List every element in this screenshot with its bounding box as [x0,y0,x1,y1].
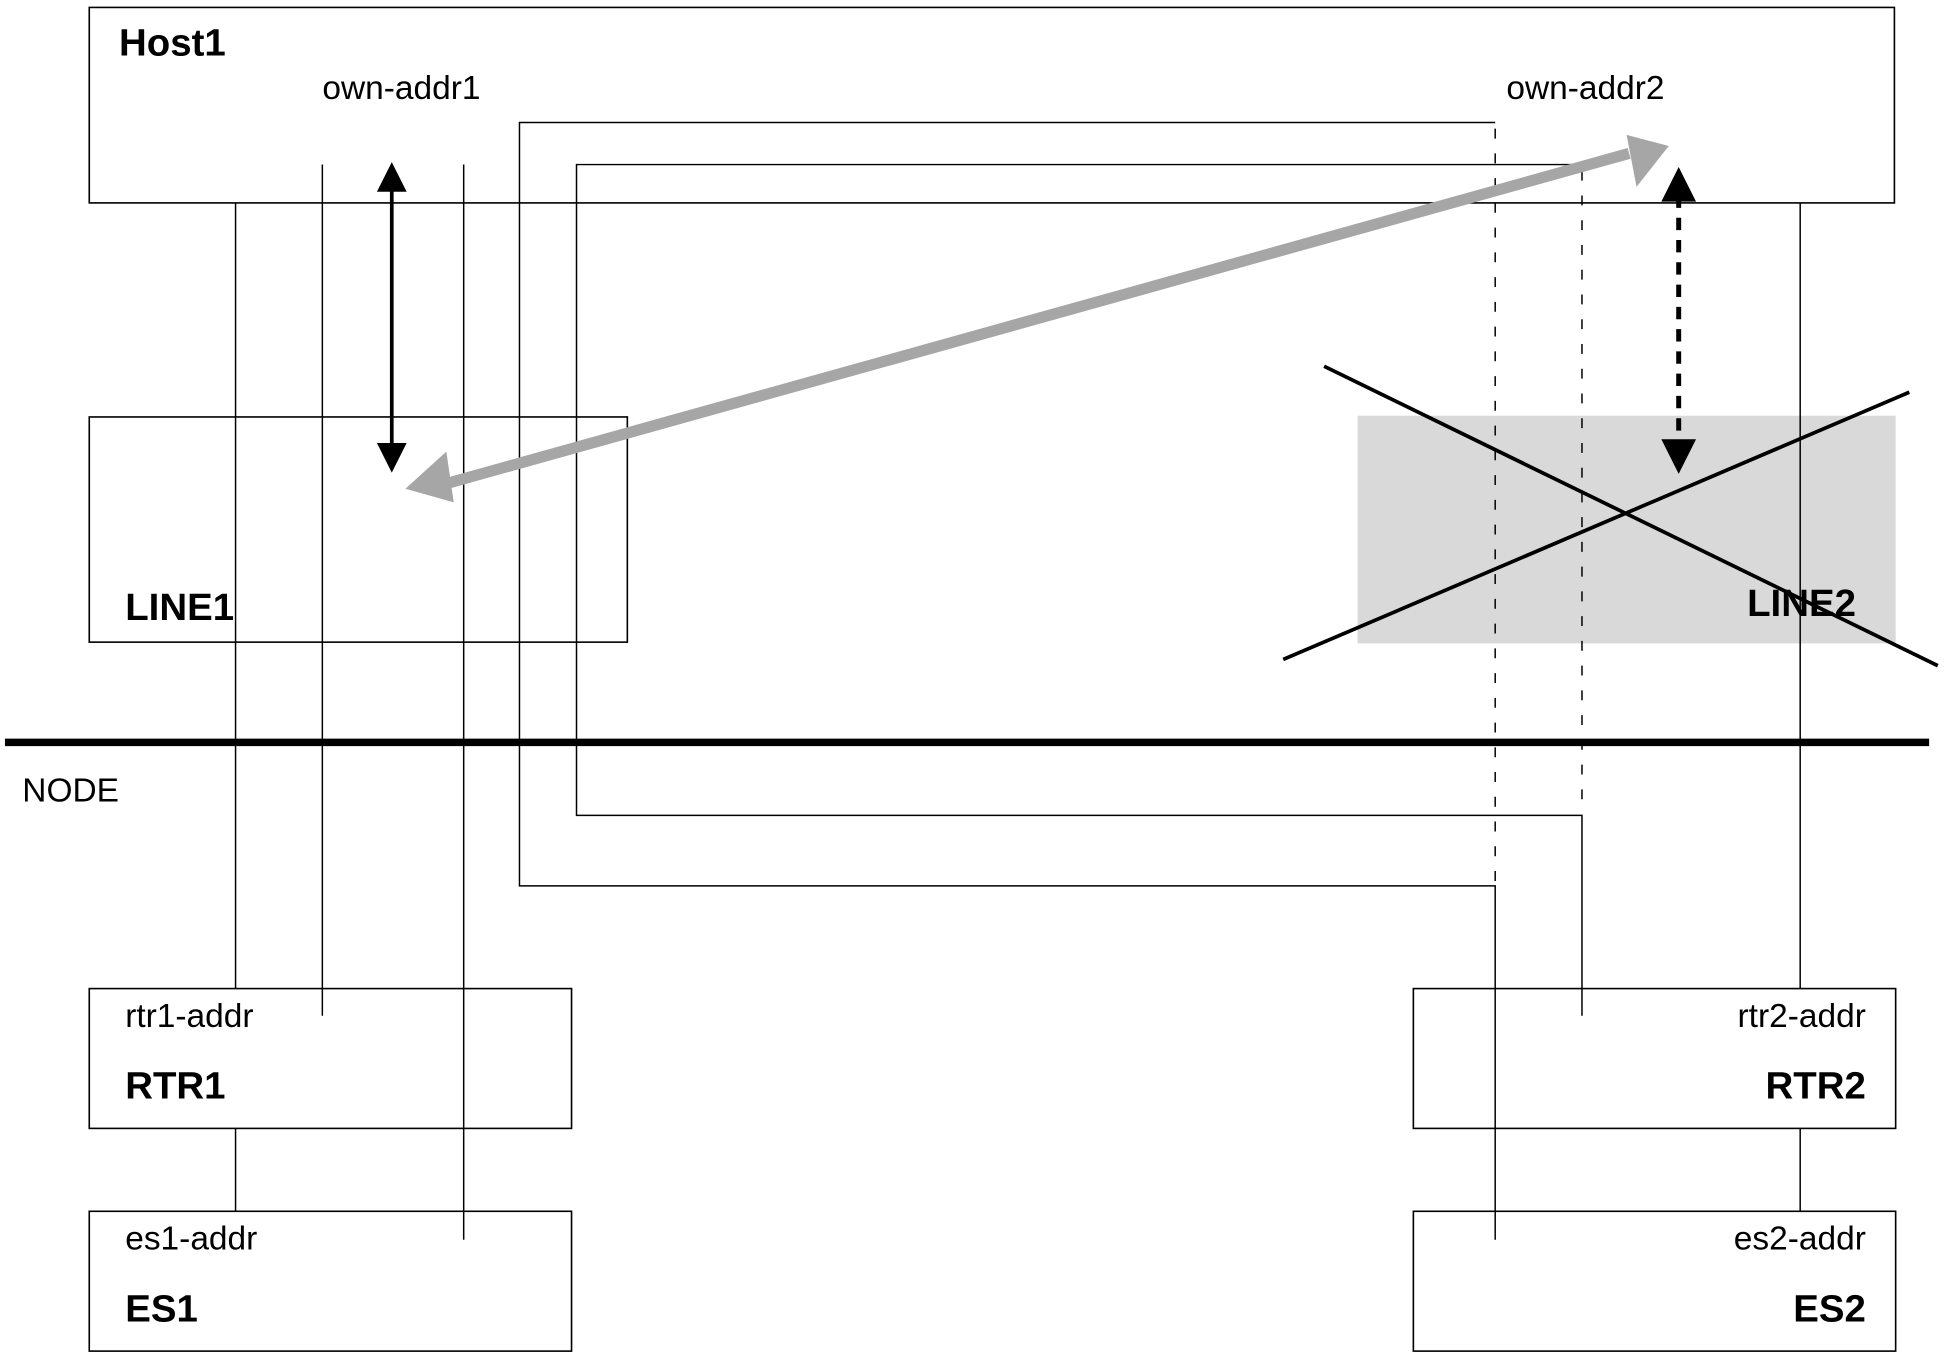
arrowhead-down-icon [376,442,407,473]
failure-cross-line-b [1282,390,1911,662]
arrowhead-gray-icon [1626,134,1669,187]
es2-label: ES2 [1793,1287,1866,1330]
line2-box [1357,415,1896,644]
line2-label: LINE2 [1747,582,1856,625]
path-own-addr2-rtr2 [575,163,1583,1016]
failure-cross-line-a [1323,364,1939,668]
rtr1-box [88,987,573,1130]
rtr2-label: RTR2 [1766,1065,1866,1108]
arrowhead-down-icon [1661,439,1697,474]
arrowhead-gray-icon [405,451,454,503]
line1-label: LINE1 [125,586,234,629]
node-label: NODE [22,773,119,810]
own-addr2-label: own-addr2 [1506,70,1664,107]
rtr2-box [1412,987,1897,1130]
es2-addr-label: es2-addr [1734,1221,1866,1258]
es2-box [1412,1210,1897,1352]
path-own-addr2-es2 [518,121,1496,1240]
rtr1-addr-label: rtr1-addr [125,998,253,1035]
arrow-line1-own-addr2 [439,148,1631,491]
rtr1-label: RTR1 [125,1065,225,1108]
es1-box [88,1210,573,1352]
arrowhead-up-icon [1661,167,1697,202]
arrowhead-up-icon [376,162,407,192]
es1-addr-label: es1-addr [125,1221,257,1258]
es1-label: ES1 [125,1287,198,1330]
rtr2-addr-label: rtr2-addr [1738,998,1866,1035]
own-addr1-label: own-addr1 [322,70,480,107]
host1-label: Host1 [119,22,226,65]
